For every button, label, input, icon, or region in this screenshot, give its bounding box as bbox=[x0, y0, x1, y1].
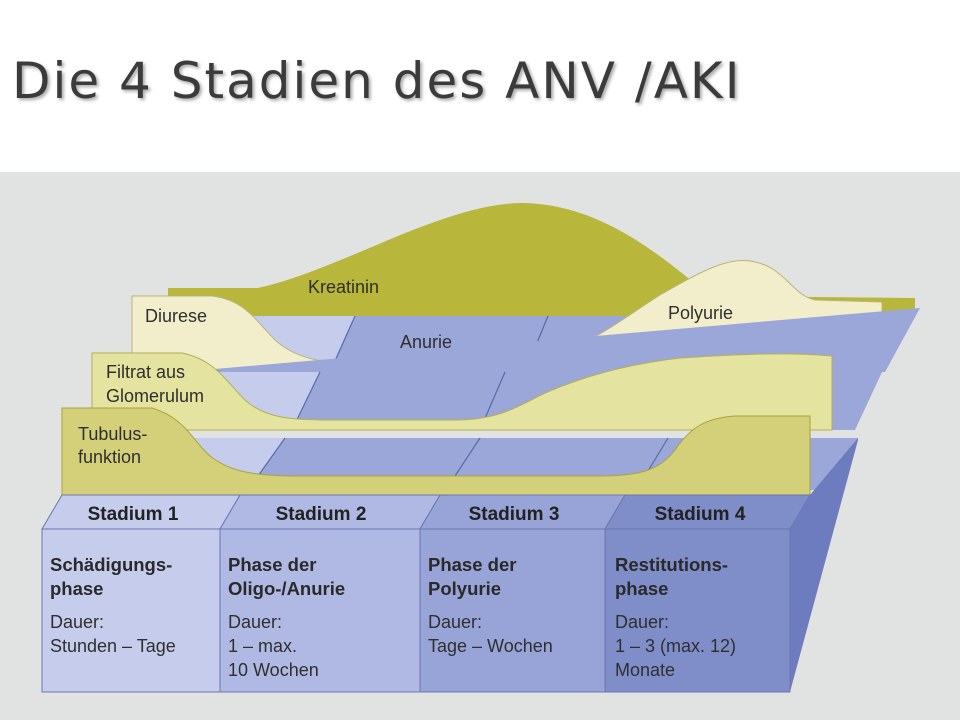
filtrat-label-line1: Filtrat aus bbox=[106, 362, 185, 382]
stage1-duration-label: Dauer: bbox=[50, 612, 104, 632]
tubulus-label-line2: funktion bbox=[78, 447, 141, 467]
stage2-phase-line2: Oligo-/Anurie bbox=[228, 578, 345, 599]
stage2-front bbox=[219, 528, 421, 693]
stage4-duration-line1: 1 – 3 (max. 12) bbox=[615, 636, 736, 656]
stage3-front bbox=[419, 528, 606, 693]
tubulus-label-line1: Tubulus- bbox=[78, 424, 147, 444]
diurese-label: Diurese bbox=[145, 306, 207, 326]
stage4-phase-line1: Restitutions- bbox=[615, 554, 728, 575]
filtrat-layer bbox=[91, 352, 833, 431]
anurie-label: Anurie bbox=[400, 332, 452, 352]
stage3-duration-line1: Tage – Wochen bbox=[428, 636, 553, 656]
stage3-duration-label: Dauer: bbox=[428, 612, 482, 632]
stage3-phase-line1: Phase der bbox=[428, 554, 516, 575]
block-side-face bbox=[790, 438, 858, 692]
stage1-phase-line1: Schädigungs- bbox=[50, 554, 172, 575]
stage1-duration-line1: Stunden – Tage bbox=[50, 636, 176, 656]
stages-diagram-svg: Kreatinin Diurese Anurie Polyurie Filtra… bbox=[41, 203, 920, 693]
stage4-duration-label: Dauer: bbox=[615, 612, 669, 632]
kreatinin-layer bbox=[168, 203, 915, 318]
tubulus-layer bbox=[61, 407, 811, 496]
polyurie-label: Polyurie bbox=[668, 303, 733, 323]
stage4-header: Stadium 4 bbox=[655, 504, 746, 525]
stage2-duration-label: Dauer: bbox=[228, 612, 282, 632]
filtrat-label-line2: Glomerulum bbox=[106, 386, 204, 406]
stage4-phase-line2: phase bbox=[615, 578, 668, 599]
stage3-header: Stadium 3 bbox=[469, 504, 560, 525]
kreatinin-label: Kreatinin bbox=[308, 277, 379, 297]
stage2-header: Stadium 2 bbox=[276, 504, 367, 525]
stage2-duration-line2: 10 Wochen bbox=[228, 660, 319, 680]
stage2-phase-line1: Phase der bbox=[228, 554, 316, 575]
stage4-duration-line2: Monate bbox=[615, 660, 675, 680]
stage2-duration-line1: 1 – max. bbox=[228, 636, 297, 656]
slide-title: Die 4 Stadien des ANV /AKI bbox=[12, 52, 742, 110]
stage1-front bbox=[41, 528, 221, 693]
stage1-header: Stadium 1 bbox=[88, 504, 179, 525]
stage1-phase-line2: phase bbox=[50, 578, 103, 599]
stage3-phase-line2: Polyurie bbox=[428, 578, 501, 599]
stages-diagram: Kreatinin Diurese Anurie Polyurie Filtra… bbox=[0, 172, 960, 720]
stage4-front bbox=[604, 528, 791, 693]
